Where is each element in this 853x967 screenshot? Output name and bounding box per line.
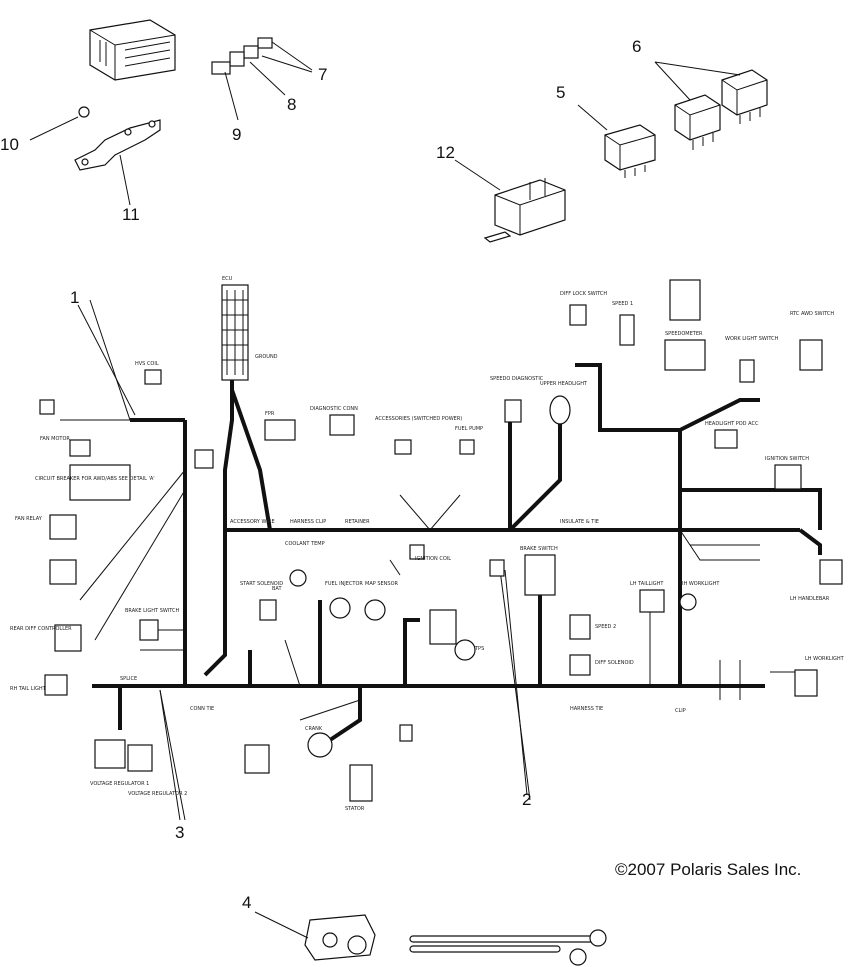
svg-text:CLIP: CLIP — [675, 708, 686, 714]
label-rh-taillight: RH TAIL LIGHT — [10, 686, 47, 692]
callout-4: 4 — [242, 893, 251, 912]
svg-text:INSULATE & TIE: INSULATE & TIE — [560, 519, 599, 525]
callout-10: 10 — [0, 135, 19, 154]
label-diff-lock-switch: DIFF LOCK SWITCH — [560, 291, 607, 297]
relay-5-part — [577, 104, 656, 178]
label-stator: STATOR — [345, 806, 365, 812]
terminal-parts — [211, 37, 313, 121]
label-lh-handlebar: LH HANDLEBAR — [790, 596, 830, 602]
label-diff-solenoid: DIFF SOLENOID — [595, 660, 634, 666]
svg-text:ACCESSORY WIRE: ACCESSORY WIRE — [230, 519, 275, 525]
callout-1: 1 — [70, 288, 79, 307]
bracket-part — [74, 119, 161, 206]
label-hvs-coil: HVS COIL — [135, 361, 159, 367]
label-battery: BAT — [272, 586, 282, 592]
label-headlight-pod: HEADLIGHT POD ACC — [705, 421, 759, 427]
callout-11: 11 — [122, 205, 140, 224]
wire-annotations: ACCESSORY WIRE HARNESS CLIP RETAINER INS… — [120, 519, 686, 714]
label-speedometer: SPEEDOMETER — [665, 331, 703, 337]
label-accessories: ACCESSORIES (SWITCHED POWER) — [375, 416, 462, 422]
svg-text:CONN TIE: CONN TIE — [190, 706, 214, 712]
component-connectors — [39, 279, 843, 802]
main-harness-wires — [60, 299, 822, 821]
label-lh-taillight: LH TAILLIGHT — [630, 581, 664, 587]
label-speedo-diagnostic: SPEEDO DIAGNOSTIC — [490, 376, 544, 382]
label-work-light-switch: WORK LIGHT SWITCH — [725, 336, 779, 342]
ecu-connector — [221, 284, 249, 381]
svg-text:HARNESS TIE: HARNESS TIE — [570, 706, 603, 712]
label-ignition-switch: IGNITION SWITCH — [765, 456, 809, 462]
label-rh-worklight: RH WORKLIGHT — [680, 581, 720, 587]
label-map-sensor: MAP SENSOR — [365, 581, 399, 587]
svg-text:RETAINER: RETAINER — [345, 519, 370, 525]
label-ground: GROUND — [255, 354, 278, 360]
callout-7: 7 — [318, 65, 327, 84]
label-voltage-regulator-1: VOLTAGE REGULATOR 1 — [90, 781, 149, 787]
relay-12-part — [454, 159, 566, 243]
label-speed-1: SPEED 1 — [612, 301, 633, 307]
label-fuel-pump: FUEL PUMP — [455, 426, 483, 432]
label-tps: TPS — [474, 646, 484, 652]
label-ignition-coil: IGNITION COIL — [415, 556, 451, 562]
callout-6: 6 — [632, 37, 641, 56]
callout-9: 9 — [232, 125, 241, 144]
label-fuel-injector: FUEL INJECTOR — [325, 581, 363, 587]
label-lh-worklight: LH WORKLIGHT — [805, 656, 845, 662]
callout-3: 3 — [175, 823, 184, 842]
label-brake-light-switch: BRAKE LIGHT SWITCH — [125, 608, 180, 614]
label-brake-switch: BRAKE SWITCH — [520, 546, 558, 552]
label-rtc-awd-switch: RTC AWD SWITCH — [790, 311, 834, 317]
ground-strap-part — [254, 911, 607, 966]
svg-text:SPLICE: SPLICE — [120, 676, 137, 682]
label-speed-2: SPEED 2 — [595, 624, 616, 630]
callout-5: 5 — [556, 83, 565, 102]
clip-part — [29, 106, 90, 141]
callout-8: 8 — [287, 95, 296, 114]
relay-6b-part — [654, 61, 768, 124]
copyright-text: ©2007 Polaris Sales Inc. — [615, 860, 801, 879]
label-voltage-regulator-2: VOLTAGE REGULATOR 2 — [128, 791, 187, 797]
label-diagnostic: DIAGNOSTIC CONN — [310, 406, 358, 412]
svg-text:HARNESS CLIP: HARNESS CLIP — [290, 519, 326, 525]
callout-numbers: 1 2 3 4 5 6 7 8 9 10 11 12 — [0, 37, 641, 912]
label-rear-diff-controller: REAR DIFF CONTROLLER — [10, 626, 72, 632]
callout-12: 12 — [436, 143, 455, 162]
relay-6a-part — [674, 94, 721, 150]
component-labels: ECU HVS COIL FAN MOTOR CIRCUIT BREAKER F… — [10, 276, 845, 812]
label-circuit-breaker: CIRCUIT BREAKER FOR AWD/ABS SEE DETAIL '… — [35, 476, 155, 482]
label-crank: CRANK — [305, 726, 323, 732]
label-coolant-temp: COOLANT TEMP — [285, 541, 325, 547]
label-fan-relay: FAN RELAY — [15, 516, 43, 522]
callout-leaders — [77, 304, 528, 821]
callout-2: 2 — [522, 790, 531, 809]
label-fan-motor: FAN MOTOR — [40, 436, 70, 442]
connector-block-part — [89, 19, 176, 81]
label-upper-headlight: UPPER HEADLIGHT — [540, 381, 588, 387]
label-start-solenoid: START SOLENOID — [240, 581, 283, 587]
label-fuel-pump-relay: FPR — [265, 411, 275, 417]
label-ecu: ECU — [222, 276, 233, 282]
